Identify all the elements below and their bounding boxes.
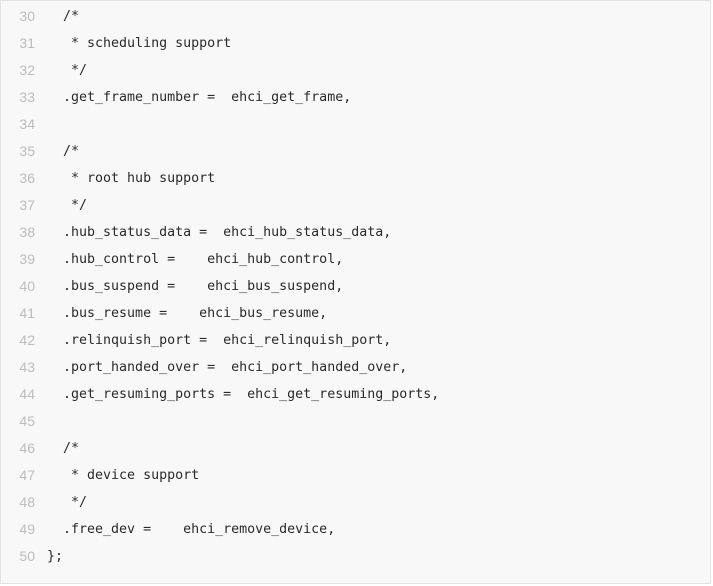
line-number: 32 xyxy=(19,62,35,78)
line-number: 48 xyxy=(19,494,35,510)
line-number: 47 xyxy=(19,467,35,483)
code-line: */ xyxy=(47,198,88,213)
line-number: 42 xyxy=(19,332,35,348)
code-line: * root hub support xyxy=(47,171,216,186)
line-number: 40 xyxy=(19,278,35,294)
code-line: .free_dev = ehci_remove_device, xyxy=(47,522,336,537)
code-line: * device support xyxy=(47,468,200,483)
line-number: 46 xyxy=(19,440,35,456)
line-number: 30 xyxy=(19,8,35,24)
code-area[interactable]: /* * scheduling support */ .get_frame_nu… xyxy=(47,1,710,583)
code-line: /* xyxy=(47,9,80,24)
code-line: .hub_status_data = ehci_hub_status_data, xyxy=(47,225,392,240)
line-number: 41 xyxy=(19,305,35,321)
code-line: .get_frame_number = ehci_get_frame, xyxy=(47,90,352,105)
code-line: .bus_resume = ehci_bus_resume, xyxy=(47,306,328,321)
line-number: 43 xyxy=(19,359,35,375)
code-line: }; xyxy=(47,549,64,564)
line-number: 37 xyxy=(19,197,35,213)
line-number: 33 xyxy=(19,89,35,105)
code-line: .port_handed_over = ehci_port_handed_ove… xyxy=(47,360,408,375)
code-line: /* xyxy=(47,441,80,456)
line-number: 39 xyxy=(19,251,35,267)
line-number: 38 xyxy=(19,224,35,240)
code-line: .hub_control = ehci_hub_control, xyxy=(47,252,344,267)
code-line: .get_resuming_ports = ehci_get_resuming_… xyxy=(47,387,440,402)
code-line: .bus_suspend = ehci_bus_suspend, xyxy=(47,279,344,294)
code-line: */ xyxy=(47,63,88,78)
line-number: 45 xyxy=(19,413,35,429)
line-number-gutter: 30 31 32 33 34 35 36 37 38 39 40 41 42 43 44 45 46 47 48 49… xyxy=(1,1,39,583)
line-number: 50 xyxy=(19,548,35,564)
code-line: .relinquish_port = ehci_relinquish_port, xyxy=(47,333,392,348)
code-line: * scheduling support xyxy=(47,36,232,51)
line-number: 35 xyxy=(19,143,35,159)
line-number: 34 xyxy=(19,116,35,132)
code-line: */ xyxy=(47,495,88,510)
code-line: /* xyxy=(47,144,80,159)
line-number: 49 xyxy=(19,521,35,537)
line-number: 36 xyxy=(19,170,35,186)
line-number: 44 xyxy=(19,386,35,402)
line-number: 31 xyxy=(19,35,35,51)
